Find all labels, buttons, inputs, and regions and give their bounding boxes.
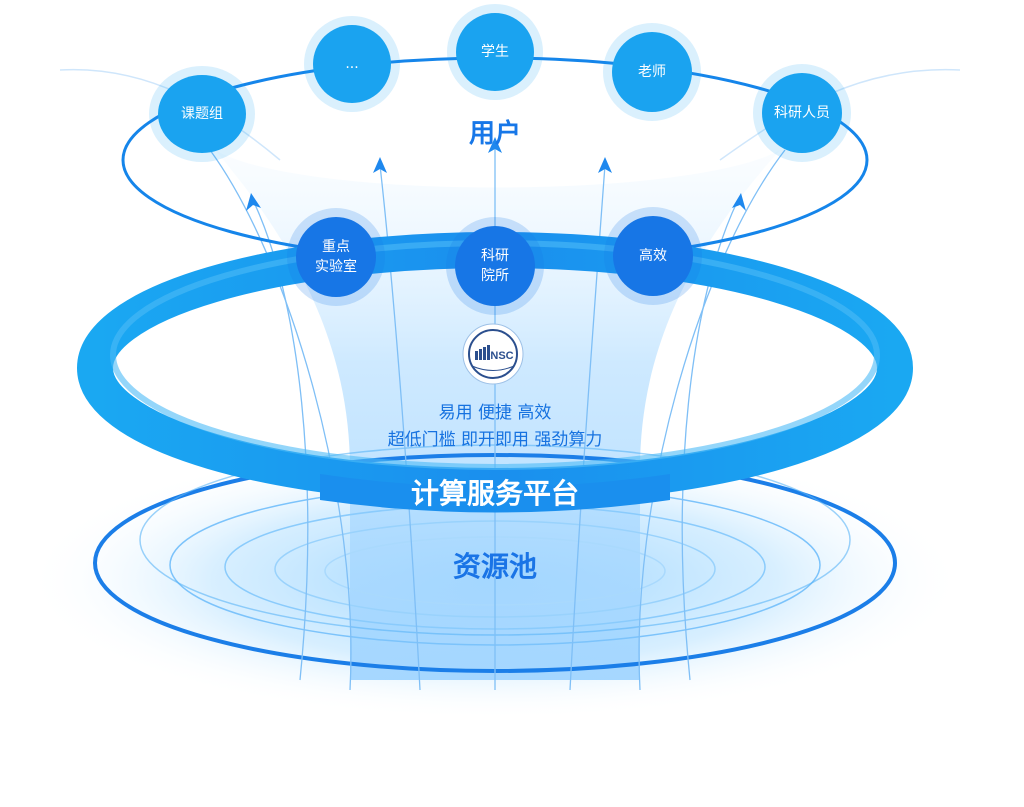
logo-text: NSC (490, 350, 513, 362)
user-node-label: 老师 (638, 64, 666, 80)
users-title: 用户 (468, 119, 521, 149)
flow-arrowheads (246, 137, 746, 211)
user-node-more: ... (313, 25, 391, 103)
platform-title: 计算服务平台 (410, 477, 579, 510)
inst-node-line: 实验室 (315, 259, 357, 275)
inst-node-research-institute: 科研 院所 (455, 226, 535, 306)
user-node-researcher: 科研人员 (762, 73, 842, 153)
inst-node-line: 科研 (481, 248, 509, 264)
feature-line-2: 超低门槛 即开即用 强劲算力 (387, 430, 603, 450)
inst-node-line: 高效 (639, 248, 667, 264)
user-node-teacher: 老师 (612, 32, 692, 112)
nsc-logo-icon: NSC (462, 323, 524, 385)
inst-node-line: 院所 (481, 268, 509, 284)
user-node-student: 学生 (456, 13, 534, 91)
user-node-label: 课题组 (181, 106, 223, 122)
inst-node-key-lab: 重点 实验室 (296, 217, 376, 297)
user-node-label: 学生 (481, 44, 509, 60)
pool-title: 资源池 (452, 550, 537, 583)
user-node-label: 科研人员 (774, 105, 830, 121)
inst-node-line: 重点 (322, 239, 350, 255)
platform-label-band (320, 474, 670, 513)
feature-line-1: 易用 便捷 高效 (438, 403, 552, 423)
user-node-research-group: 课题组 (158, 75, 246, 153)
user-node-label: ... (345, 56, 359, 72)
nsc-logo: NSC (462, 323, 524, 385)
inst-node-efficient: 高效 (613, 216, 693, 296)
